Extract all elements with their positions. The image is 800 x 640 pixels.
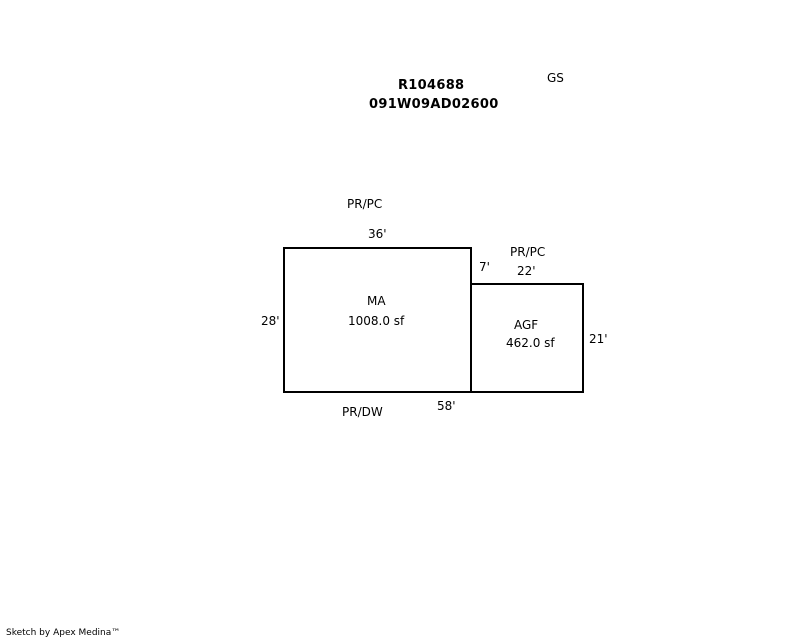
garage-right-dimension: 21' [589,332,608,346]
main-area-code: MA [367,294,386,308]
main-bottom-note: PR/DW [342,405,383,419]
garage-top-note: PR/PC [510,245,546,259]
garage-area-code: AGF [514,318,539,332]
main-top-dimension: 36' [368,227,387,241]
account-number: R104688 [398,78,465,93]
map-tax-lot: 091W09AD02600 [369,97,499,112]
garage-offset-dimension: 7' [479,260,490,274]
main-top-note: PR/PC [347,197,383,211]
main-bottom-dimension: 58' [437,399,456,413]
sketch-code: GS [547,71,564,85]
main-left-dimension: 28' [261,314,280,328]
main-area-size: 1008.0 sf [348,314,405,328]
sketch-credit: Sketch by Apex Medina™ [6,628,121,638]
garage-area-size: 462.0 sf [506,336,555,350]
garage-top-dimension: 22' [517,264,536,278]
garage-area-outline [470,283,584,393]
